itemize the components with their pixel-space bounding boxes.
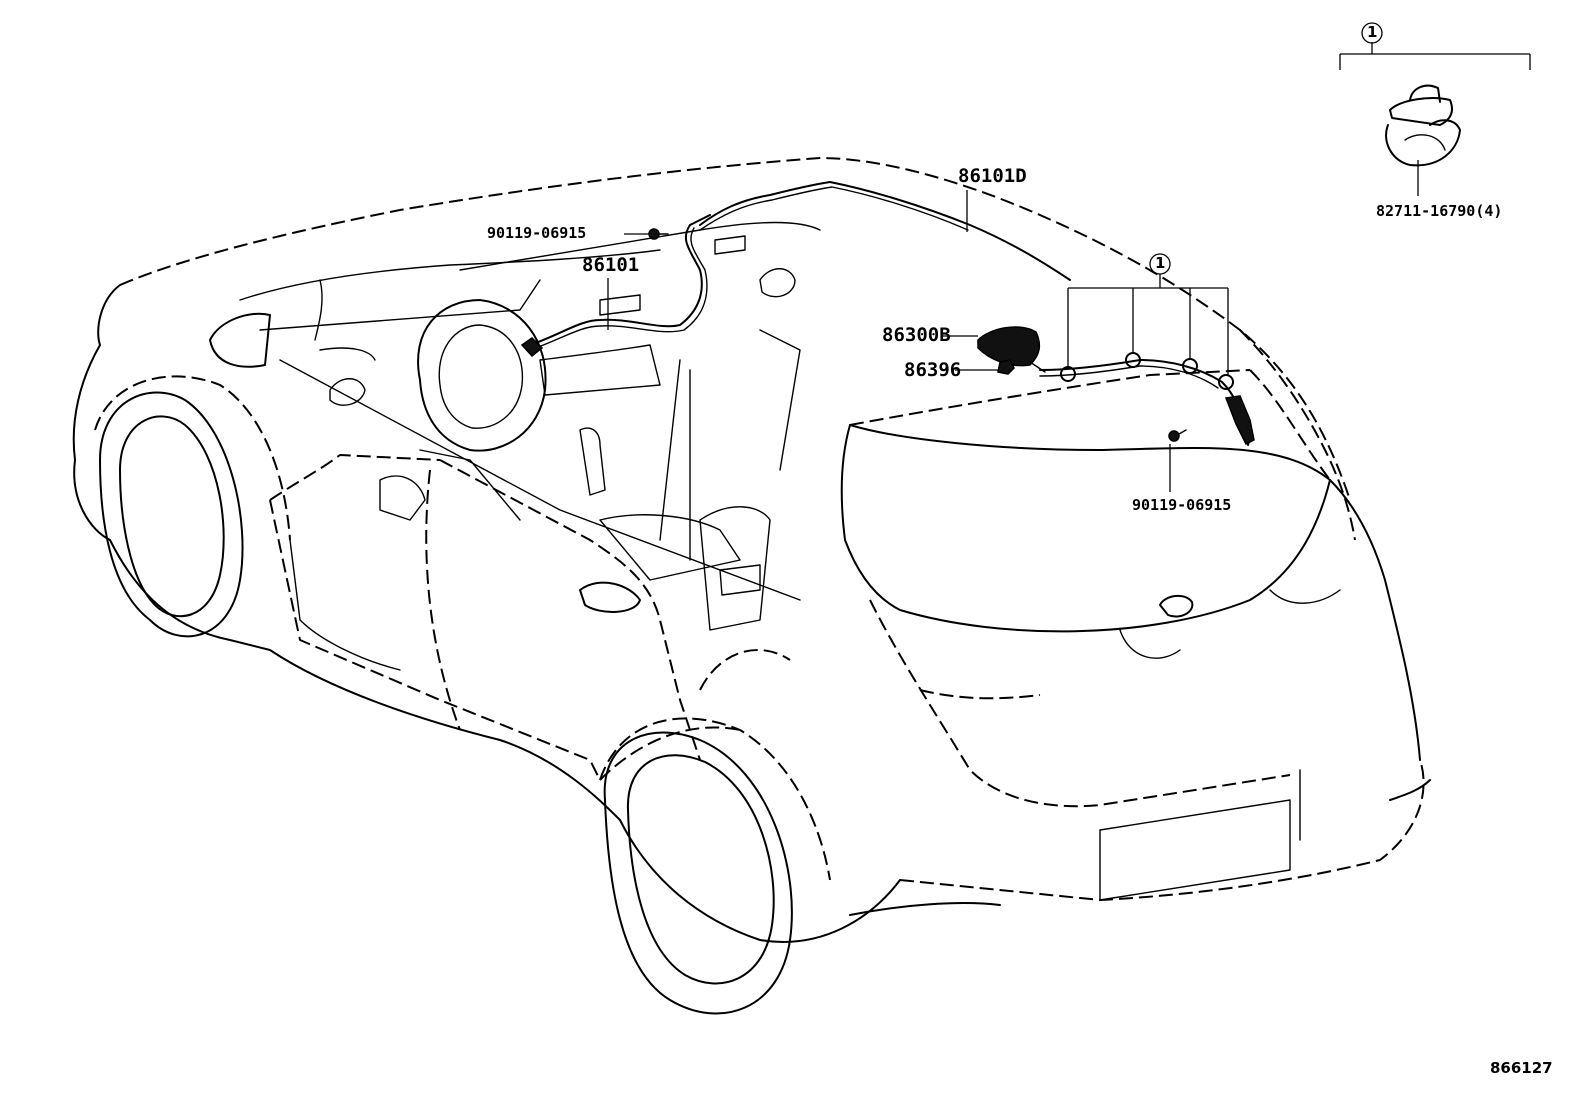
leader-lines <box>607 190 1229 492</box>
interior <box>209 221 821 631</box>
front-wheel-arch <box>94 375 291 541</box>
antenna-cable-inner <box>1039 365 1219 389</box>
callout-clip-rear: 90119-06915 <box>1132 496 1232 514</box>
rear-glass <box>840 369 1331 633</box>
group-mark-top-circle <box>1361 22 1383 44</box>
callout-86101d: 86101D <box>958 165 1027 187</box>
figure-reference: 866127 <box>1490 1059 1553 1077</box>
group-mark-roof-circle <box>1149 253 1171 275</box>
front-wheel <box>99 391 244 638</box>
clip-icon <box>1168 429 1187 442</box>
callout-86396: 86396 <box>904 359 962 381</box>
inset-bracket <box>1339 42 1531 196</box>
antenna-icon <box>977 326 1041 367</box>
group-mark-top: 1 <box>1367 23 1378 41</box>
callout-clip-upper: 90119-06915 <box>487 224 587 242</box>
callout-clamp: 82711-16790(4) <box>1376 202 1503 220</box>
antenna-cable <box>1039 359 1250 446</box>
clamp-icon <box>1385 84 1461 167</box>
roof-harness-inner <box>699 186 969 231</box>
callout-86101: 86101 <box>582 254 640 276</box>
nut-icon <box>997 359 1015 375</box>
front-harness <box>529 214 711 346</box>
antenna-lead <box>1029 361 1046 373</box>
front-harness-inner <box>529 227 708 351</box>
rear-connector <box>1224 395 1255 446</box>
clip-icon <box>648 228 669 240</box>
roof-harness <box>699 181 1071 281</box>
car-body-outline <box>72 157 1425 943</box>
tailgate <box>849 589 1431 916</box>
side-panels <box>269 454 791 781</box>
front-harness-connector <box>520 337 544 358</box>
group-mark-roof: 1 <box>1155 254 1166 272</box>
rear-wheel <box>599 717 831 1015</box>
callout-86300b: 86300B <box>882 324 951 346</box>
cable-clamps <box>1060 352 1234 390</box>
